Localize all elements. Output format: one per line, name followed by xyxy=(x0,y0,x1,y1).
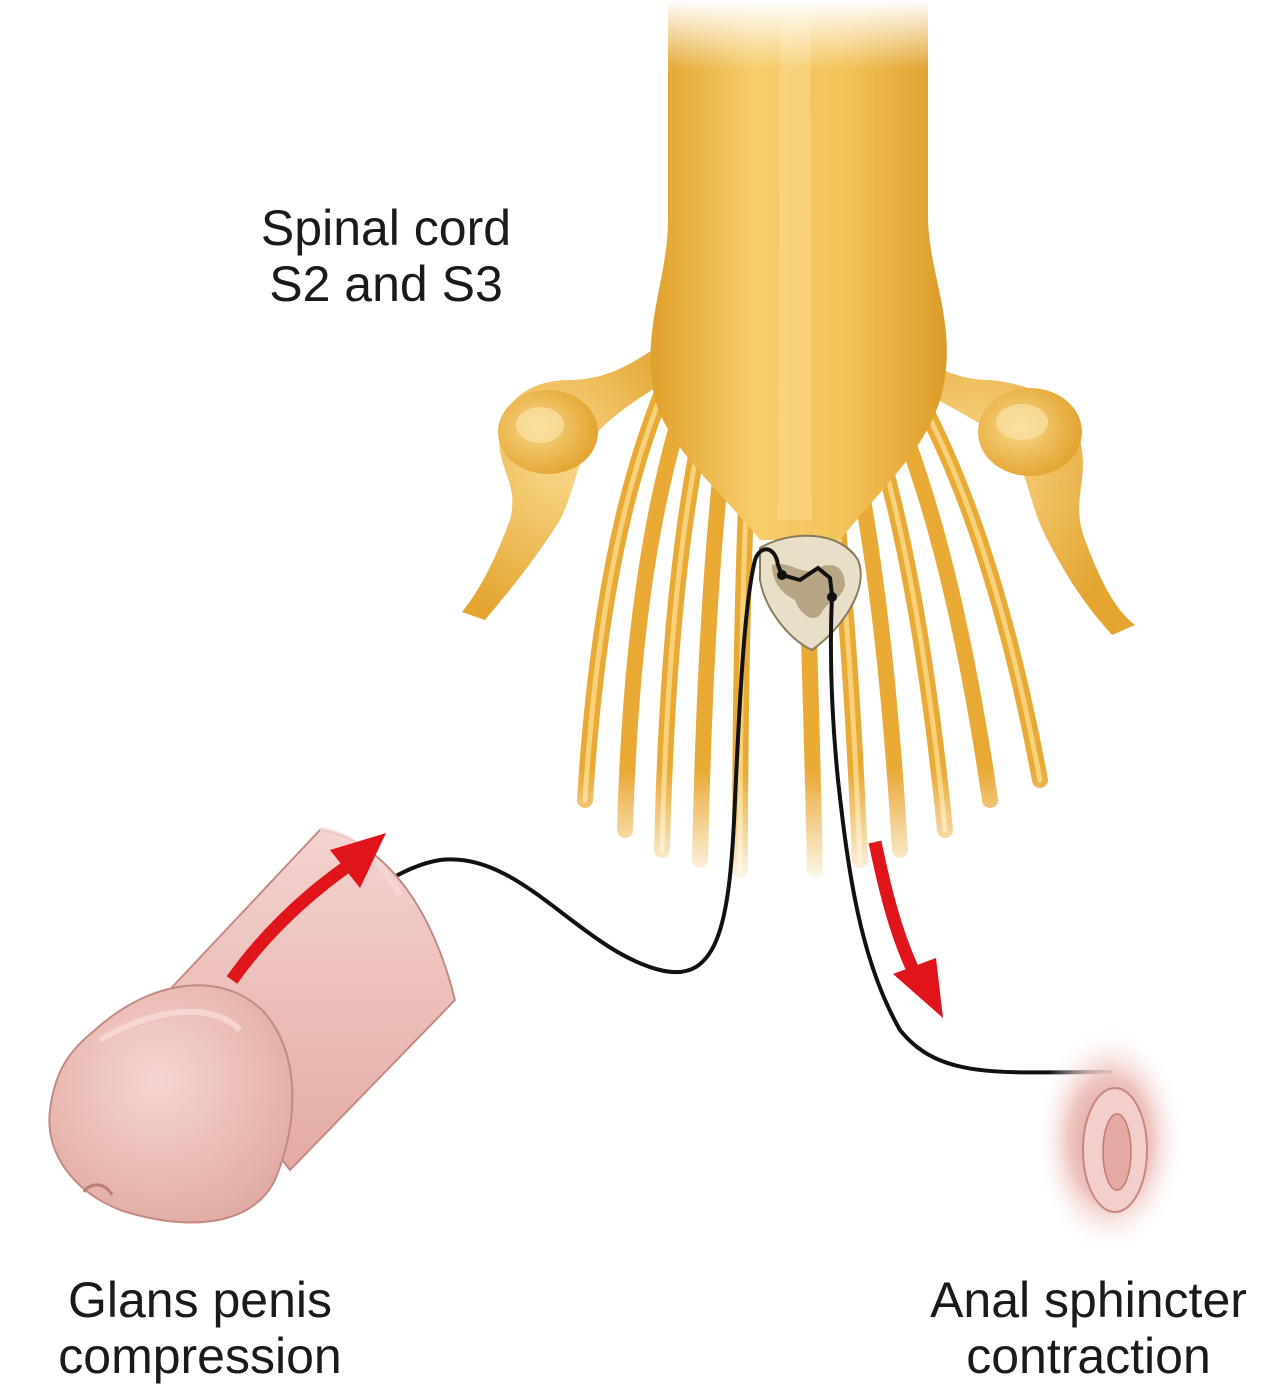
right-spinal-nerve xyxy=(870,330,1135,635)
arrow-up-right-icon xyxy=(226,833,386,984)
afferent-pathway xyxy=(246,547,784,1022)
glans-label-line2: compression xyxy=(58,1328,342,1384)
reflex-pathway xyxy=(246,547,1112,1075)
left-spinal-nerve xyxy=(462,330,700,620)
anal-sphincter xyxy=(1035,1025,1185,1255)
efferent-pathway xyxy=(828,593,1112,1075)
glans-label: Glans penis compression xyxy=(20,1272,380,1384)
spinal-cord xyxy=(640,0,960,540)
spinal-cord-label: Spinal cord S2 and S3 xyxy=(236,200,536,312)
spinal-cord-label-line1: Spinal cord xyxy=(260,200,512,256)
anal-label-line1: Anal sphincter xyxy=(930,1272,1247,1328)
pathway-nodes xyxy=(777,570,837,602)
roots-fade xyxy=(540,770,1080,890)
arrow-down-right-icon xyxy=(868,840,943,1018)
penis xyxy=(48,827,457,1224)
interneuron xyxy=(780,565,834,597)
anal-label: Anal sphincter contraction xyxy=(900,1272,1277,1384)
glans-label-line1: Glans penis xyxy=(67,1272,333,1328)
spinal-cord-label-line2: S2 and S3 xyxy=(269,256,503,312)
anal-label-line2: contraction xyxy=(966,1328,1211,1384)
